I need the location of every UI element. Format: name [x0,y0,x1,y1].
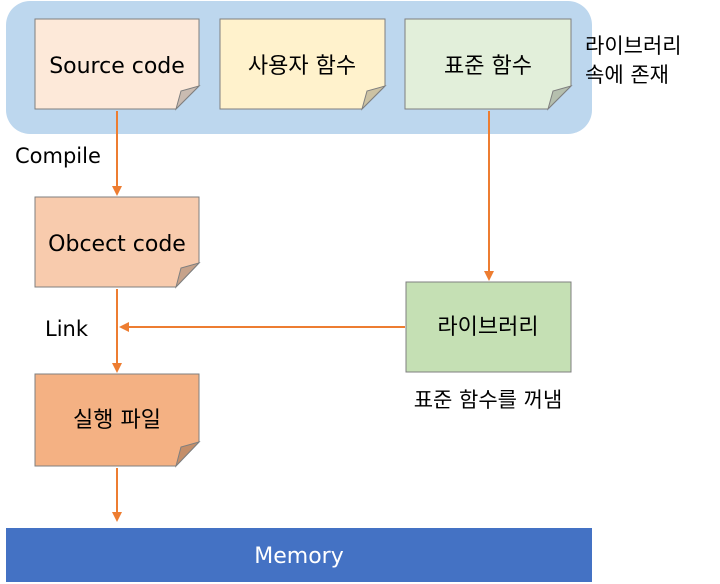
memory-bar: Memory [6,528,592,582]
executable-label: 실행 파일 [73,408,161,433]
library-side-note-line1: 라이브러리 [585,34,682,58]
library-side-note-line2: 속에 존재 [585,63,669,87]
object-code-label: Obcect code [48,232,186,257]
source-code-label: Source code [49,54,185,79]
library-label: 라이브러리 [437,315,538,340]
std-function-label: 표준 함수 [444,54,532,79]
executable-box: 실행 파일 [34,373,201,468]
library-box: 라이브러리 [405,281,572,373]
user-function-box: 사용자 함수 [219,18,387,111]
link-label: Link [45,317,89,341]
source-code-box: Source code [34,18,201,111]
object-code-box: Obcect code [34,196,201,289]
user-function-label: 사용자 함수 [248,54,356,79]
extract-note: 표준 함수를 꺼냄 [414,388,563,412]
std-function-box: 표준 함수 [404,18,573,111]
compile-label: Compile [15,144,101,168]
memory-label: Memory [254,544,343,569]
